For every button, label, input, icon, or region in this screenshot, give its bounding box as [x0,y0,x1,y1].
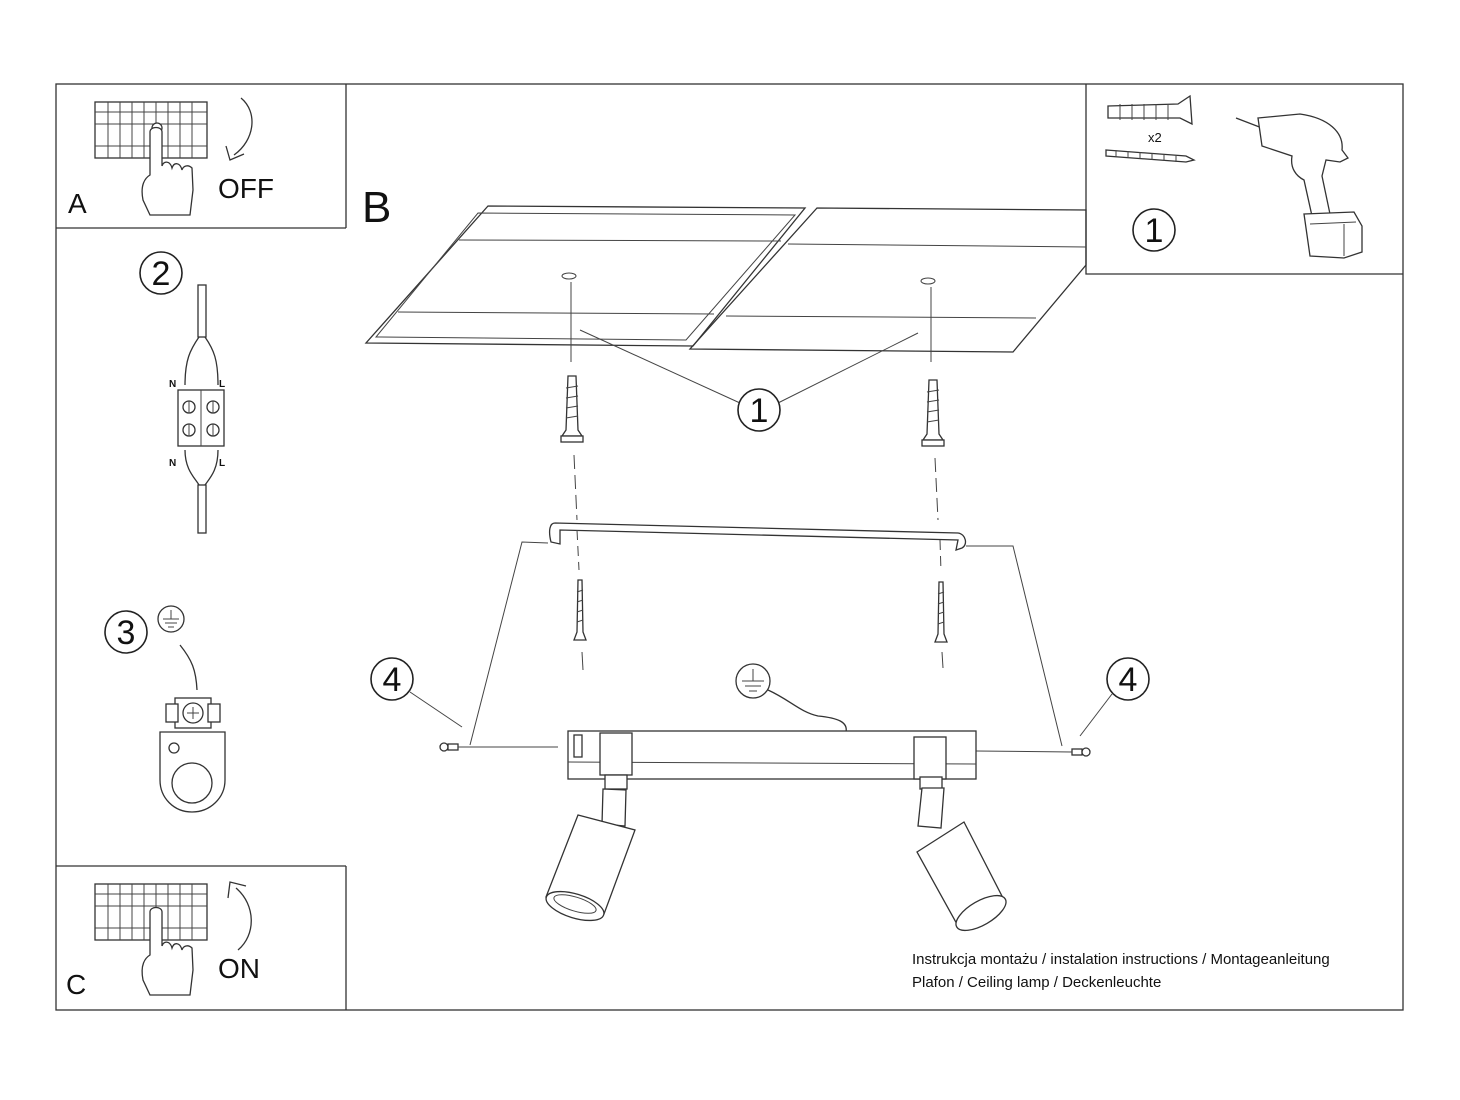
arrow-up-icon [235,887,252,951]
ground-terminal-icon [159,697,226,813]
mounting-bracket [548,522,967,551]
step-2-number: 2 [152,255,171,293]
step-4-number-left: 4 [383,661,402,699]
screw-left [573,579,587,641]
drill-icon [1235,113,1363,259]
ground-step: 3 [104,605,226,813]
label-n-top: N [169,379,176,390]
panel-a: OFF A [68,97,274,219]
screw-icon [1105,149,1196,163]
wall-plug-icon [1107,94,1193,126]
step-3-number: 3 [117,614,136,652]
outer-frame [55,83,1404,1011]
wiring-step: 2 N L N L [139,251,225,534]
tools-panel-border [1085,84,1403,275]
caption-line-2: Plafon / Ceiling lamp / Deckenleuchte [912,974,1161,991]
step-4-number-right: 4 [1119,661,1138,699]
quantity-label: x2 [1148,130,1162,145]
step-4-marker-right [1106,657,1150,701]
label-l-top: L [219,379,225,390]
panel-b-letter: B [362,183,391,232]
step-2-marker [139,251,183,295]
step-4-marker-left [370,657,414,701]
screw-right [934,581,948,643]
terminal-block-icon [177,389,225,447]
spotlight-right [916,776,1007,932]
side-screw-right [1071,747,1091,757]
hand-icon [141,126,194,216]
tools-step-marker [1132,208,1176,252]
wall-plug-right [921,379,945,447]
wall-plug-left [560,375,584,443]
side-screw-left [439,742,459,752]
caption-line-1: Instrukcja montażu / instalation instruc… [912,951,1330,968]
arrow-down-icon [233,97,253,156]
panel-a-letter: A [68,188,87,219]
tools-step-number: 1 [1145,212,1164,250]
panel-c-letter: C [66,969,86,1000]
spotlight-left [545,774,636,922]
label-l-bottom: L [219,458,225,469]
panel-c-state: ON [218,953,260,984]
panel-c: ON C [66,881,260,1000]
tools-panel: x2 1 [1105,94,1363,259]
step-1-number: 1 [750,392,769,430]
hand-icon-c [141,906,194,996]
ceiling-plate [364,205,1087,353]
panel-a-state: OFF [218,173,274,204]
step-1-marker [737,388,781,432]
lamp-body [567,730,977,780]
step-3-marker [104,610,148,654]
label-n-bottom: N [169,458,176,469]
